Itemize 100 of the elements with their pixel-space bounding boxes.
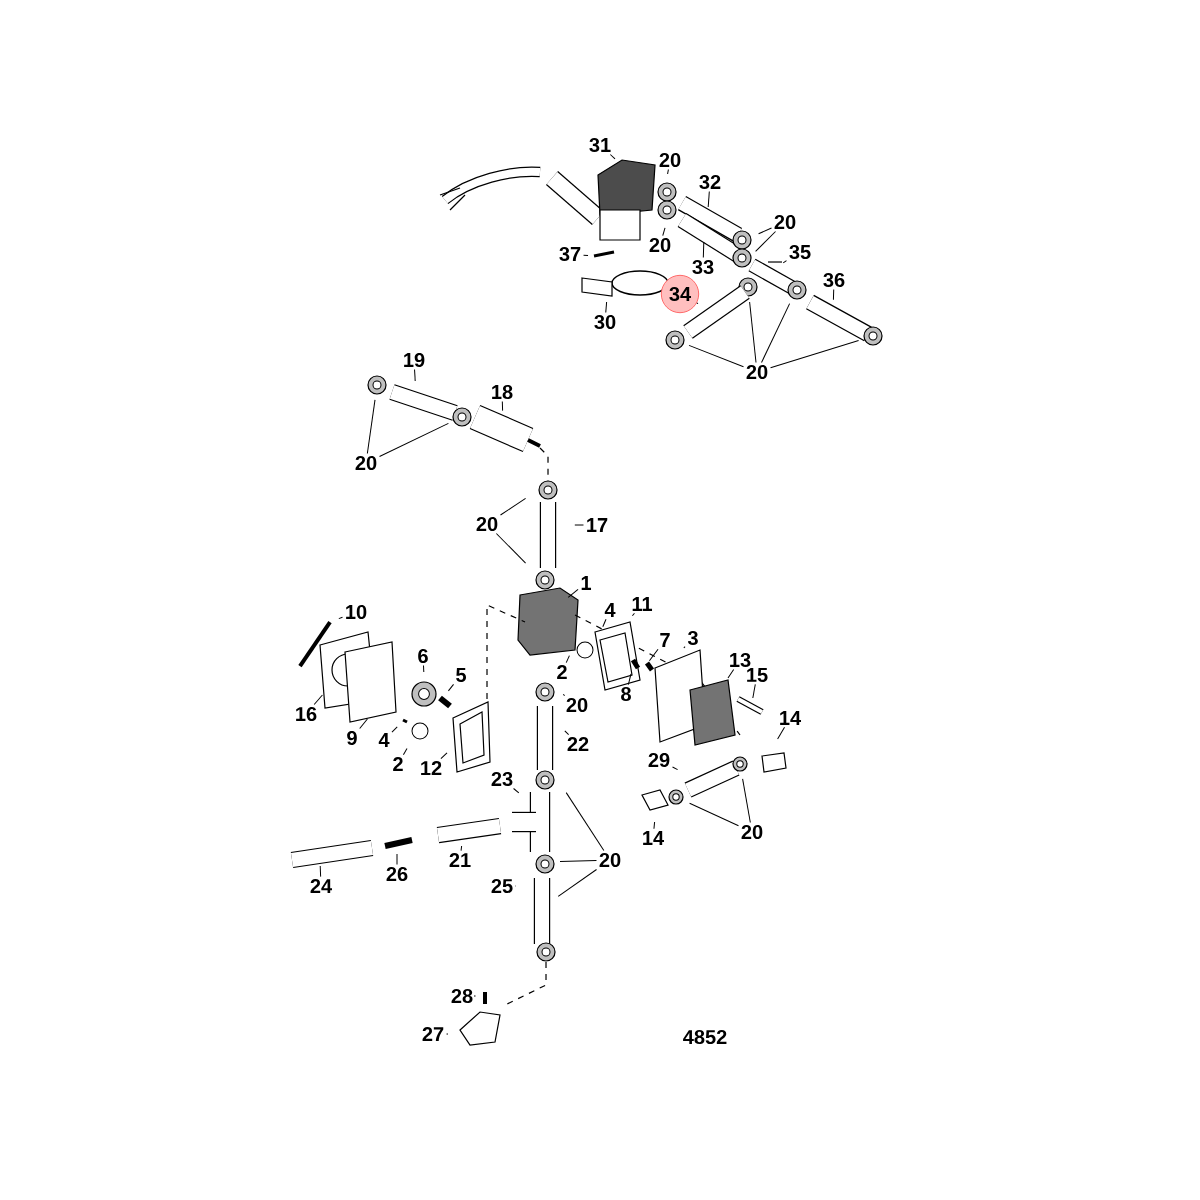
callout-number: 35 — [789, 244, 811, 260]
leader-line — [742, 778, 751, 824]
leader-line — [567, 588, 579, 598]
callout-number: 31 — [589, 137, 611, 153]
callout-number: 2 — [557, 665, 567, 679]
callout-number: 3 — [687, 630, 698, 646]
callout-number: 20 — [774, 214, 796, 230]
callout-number: 24 — [310, 879, 332, 893]
callout-number: 16 — [296, 706, 317, 722]
leader-line — [583, 254, 589, 257]
leader-line — [777, 726, 786, 740]
callout-number: 30 — [594, 314, 616, 330]
leader-line — [338, 616, 343, 620]
leader-line — [672, 766, 679, 771]
callout-number: 37 — [559, 246, 581, 262]
leader-line — [683, 646, 686, 649]
leader-line — [446, 1033, 449, 1035]
leader-line — [319, 865, 322, 878]
callout-number: 28 — [451, 988, 473, 1004]
leader-line — [423, 665, 425, 673]
leader-line — [562, 693, 566, 697]
leader-line — [495, 533, 527, 564]
callout-number: 32 — [699, 174, 721, 190]
callout-number: 2 — [393, 757, 403, 771]
callout-number: 1 — [581, 576, 591, 590]
callout-number: 15 — [747, 668, 768, 682]
callout-number: 29 — [648, 752, 670, 768]
callout-number: 21 — [449, 853, 471, 867]
callout-number: 9 — [347, 730, 357, 746]
leader-line — [662, 227, 666, 237]
leader-line — [631, 612, 635, 617]
callout-number: 20 — [649, 237, 671, 253]
leader-line — [440, 752, 448, 760]
leader-line — [460, 845, 463, 852]
leader-line — [653, 821, 656, 830]
leader-line — [402, 747, 408, 756]
callout-number: 5 — [456, 668, 466, 682]
callout-number: 4 — [604, 603, 616, 617]
callout-number: 20 — [566, 697, 588, 713]
callout-number: 36 — [823, 272, 845, 288]
leader-line — [707, 191, 710, 208]
leader-line — [359, 718, 368, 730]
callout-number: 19 — [404, 352, 425, 368]
callout-number: 11 — [632, 597, 653, 611]
callout-number: 20 — [599, 852, 621, 868]
leader-line — [702, 241, 705, 258]
leader-line — [557, 869, 597, 897]
leader-line — [832, 289, 835, 301]
leader-line — [609, 154, 616, 160]
callout-number: 8 — [621, 686, 631, 702]
leader-line — [755, 231, 777, 252]
callout-number: 12 — [421, 761, 442, 775]
leader-line — [565, 792, 605, 852]
leader-line — [782, 260, 787, 264]
callout-number: 14 — [780, 711, 801, 725]
callout-number: 13 — [730, 652, 751, 668]
callout-number: 7 — [660, 633, 670, 647]
callout-number: 6 — [418, 648, 428, 664]
leader-line — [559, 859, 597, 863]
leader-line — [313, 694, 323, 706]
leader-line — [602, 618, 607, 628]
leader-line — [500, 497, 527, 516]
leader-line — [501, 401, 504, 412]
callout-number: 22 — [567, 737, 589, 751]
drawing-number: 4852 — [683, 1029, 727, 1045]
callout-number: 4 — [378, 733, 390, 747]
leader-line — [689, 802, 739, 827]
leader-line — [752, 683, 756, 699]
leader-line — [688, 344, 744, 368]
leader-line — [770, 339, 860, 369]
leader-line — [761, 303, 791, 364]
leader-line — [473, 995, 477, 997]
leader-line — [564, 730, 570, 736]
leader-line — [749, 301, 757, 364]
leader-line — [648, 648, 659, 662]
leader-line — [391, 726, 398, 733]
leader-line — [627, 673, 632, 686]
leader-line — [565, 655, 570, 664]
leader-line — [513, 788, 520, 794]
callout-number: 20 — [659, 152, 681, 168]
callout-number: 23 — [491, 771, 513, 787]
callout-number: 27 — [422, 1027, 444, 1041]
callout-number: 26 — [386, 866, 408, 882]
leader-line — [396, 853, 398, 866]
callout-number: 10 — [346, 604, 367, 620]
callout-number: 18 — [492, 384, 513, 400]
leader-line — [414, 369, 416, 382]
callout-number: 20 — [746, 364, 768, 380]
callout-number: 25 — [491, 878, 513, 894]
leader-line — [379, 422, 449, 457]
callout-number: 20 — [355, 455, 377, 471]
callout-number: 33 — [692, 259, 714, 275]
callout-number: 17 — [587, 518, 608, 532]
callout-number: 20 — [741, 824, 763, 840]
leader-line — [447, 683, 455, 692]
leader-line — [758, 227, 772, 235]
leader-line — [667, 169, 669, 175]
leader-line — [574, 524, 584, 526]
callout-number: 34 — [660, 274, 700, 314]
leader-line — [366, 399, 376, 455]
